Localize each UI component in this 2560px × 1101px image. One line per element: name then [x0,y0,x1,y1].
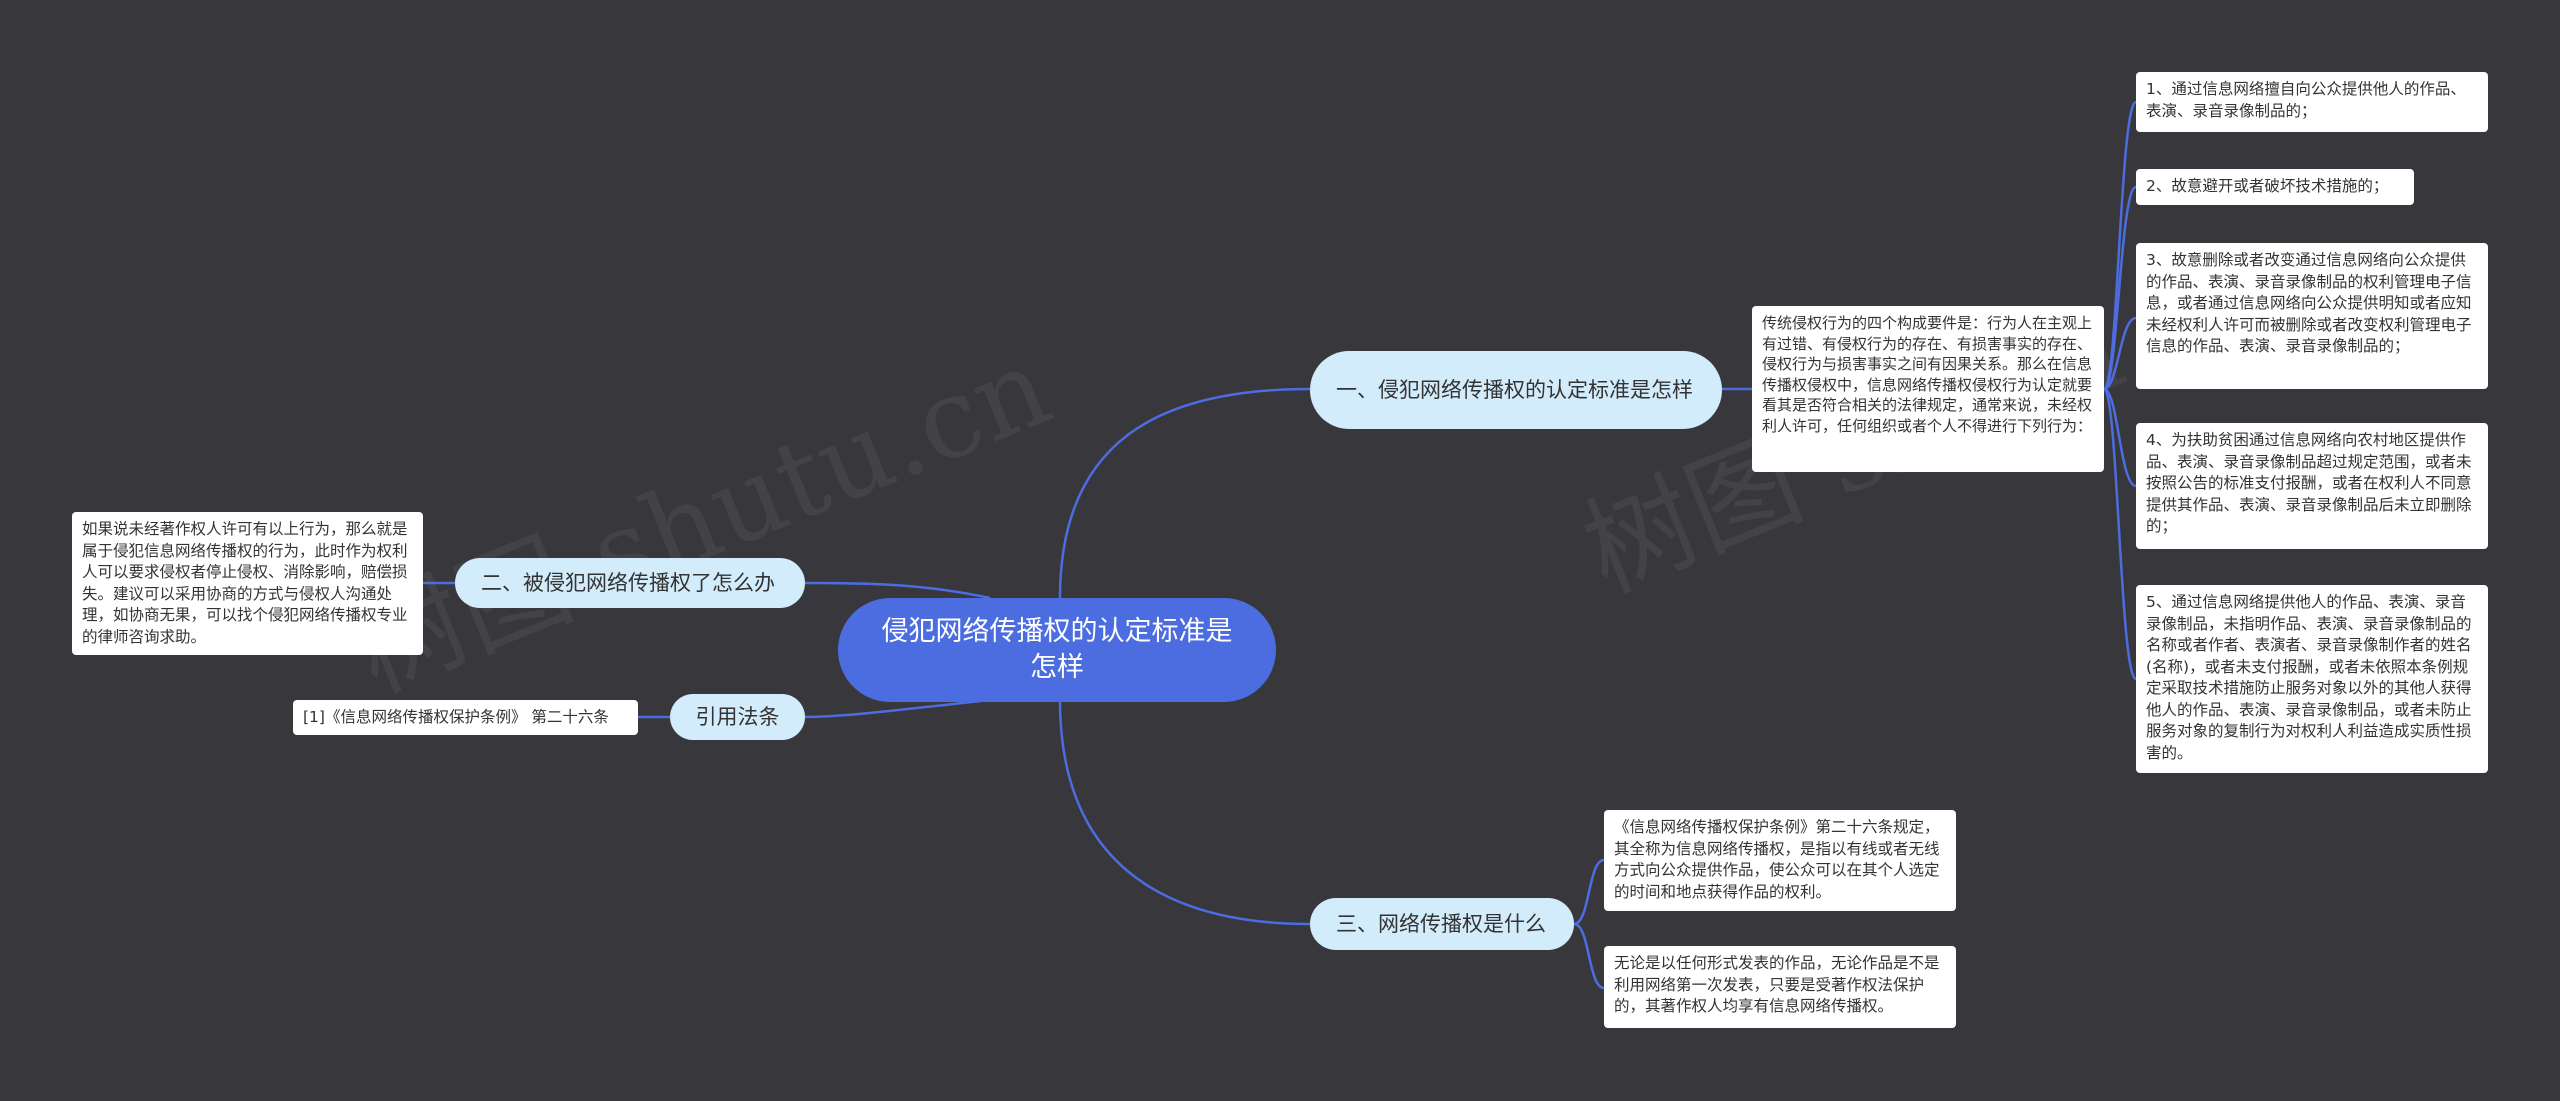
detail-text: 传统侵权行为的四个构成要件是：行为人在主观上有过错、有侵权行为的存在、有损害事实… [1762,314,2093,435]
link-b4-i1 [1573,858,1605,926]
branch-what-to-do-detail: 如果说未经著作权人许可有以上行为，那么就是属于侵犯信息网络传播权的行为，此时作为… [72,512,423,655]
detail-text: [1]《信息网络传播权保护条例》 第二十六条 [303,708,609,726]
criteria-item-text: 3、故意删除或者改变通过信息网络向公众提供的作品、表演、录音录像制品的权利管理电… [2146,251,2472,355]
criteria-item-text: 1、通过信息网络擅自向公众提供他人的作品、表演、录音录像制品的； [2146,80,2466,120]
branch-label: 三、网络传播权是什么 [1336,912,1546,936]
criteria-item-text: 5、通过信息网络提供他人的作品、表演、录音录像制品，未指明作品、表演、录音录像制… [2146,593,2472,762]
what-is-right-item-2: 无论是以任何形式发表的作品，无论作品是不是利用网络第一次发表，只要是受著作权法保… [1604,946,1956,1028]
detail-text: 如果说未经著作权人许可有以上行为，那么就是属于侵犯信息网络传播权的行为，此时作为… [82,520,408,646]
what-is-right-text: 《信息网络传播权保护条例》第二十六条规定，其全称为信息网络传播权，是指以有线或者… [1614,818,1940,901]
branch-infringement-criteria[interactable]: 一、侵犯网络传播权的认定标准是怎样 [1310,351,1722,429]
branch-what-is-right[interactable]: 三、网络传播权是什么 [1310,898,1574,950]
what-is-right-text: 无论是以任何形式发表的作品，无论作品是不是利用网络第一次发表，只要是受著作权法保… [1614,954,1940,1015]
link-detail-i5 [2102,387,2138,681]
link-detail-i4 [2103,387,2137,488]
branch-what-to-do[interactable]: 二、被侵犯网络传播权了怎么办 [455,558,805,608]
criteria-item-text: 4、为扶助贫困通过信息网络向农村地区提供作品、表演、录音录像制品超过规定范围，或… [2146,431,2472,535]
link-root-b4 [1058,699,1311,926]
branch-label: 二、被侵犯网络传播权了怎么办 [481,571,775,595]
branch-cited-law[interactable]: 引用法条 [670,694,805,740]
link-root-b1 [1058,387,1311,599]
branch-label: 引用法条 [695,705,780,729]
link-detail-i3 [2103,316,2137,391]
branch-infringement-criteria-detail: 传统侵权行为的四个构成要件是：行为人在主观上有过错、有侵权行为的存在、有损害事实… [1752,306,2104,472]
link-root-b2 [804,581,991,600]
root-node[interactable]: 侵犯网络传播权的认定标准是怎样 [838,598,1276,702]
link-root-b3 [804,698,991,719]
branch-label: 一、侵犯网络传播权的认定标准是怎样 [1336,378,1693,402]
link-b4-i2 [1573,922,1605,990]
cited-law-detail: [1]《信息网络传播权保护条例》 第二十六条 [293,700,638,735]
criteria-item-5: 5、通过信息网络提供他人的作品、表演、录音录像制品，未指明作品、表演、录音录像制… [2136,585,2488,773]
criteria-item-3: 3、故意删除或者改变通过信息网络向公众提供的作品、表演、录音录像制品的权利管理电… [2136,243,2488,389]
criteria-item-1: 1、通过信息网络擅自向公众提供他人的作品、表演、录音录像制品的； [2136,72,2488,132]
criteria-item-4: 4、为扶助贫困通过信息网络向农村地区提供作品、表演、录音录像制品超过规定范围，或… [2136,423,2488,549]
criteria-item-text: 2、故意避开或者破坏技术措施的； [2146,177,2389,195]
link-detail-i2 [2102,185,2138,391]
root-label: 侵犯网络传播权的认定标准是怎样 [881,616,1233,683]
what-is-right-item-1: 《信息网络传播权保护条例》第二十六条规定，其全称为信息网络传播权，是指以有线或者… [1604,810,1956,911]
criteria-item-2: 2、故意避开或者破坏技术措施的； [2136,169,2414,205]
